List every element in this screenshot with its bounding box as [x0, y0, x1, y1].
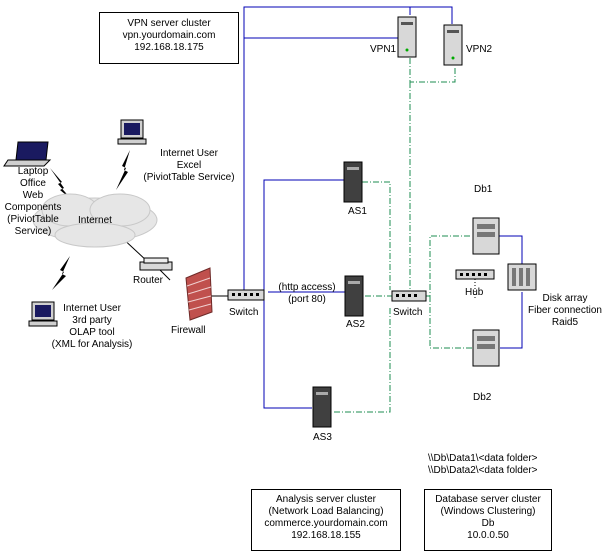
- link-switch-db: [425, 235, 472, 297]
- server-db1-icon: [472, 217, 500, 255]
- laptop-user-label: Laptop Office Web Components (PiviotTabl…: [0, 166, 66, 238]
- data-path-1: \\Db\Data1\<data folder>: [428, 453, 538, 464]
- laptop-line-4: Components: [4, 202, 62, 213]
- olap-line-3: OLAP tool: [69, 327, 115, 338]
- db-box-line-1: Database server cluster: [435, 494, 541, 505]
- db2-label: Db2: [473, 392, 492, 403]
- link-switch-db2: [429, 296, 472, 349]
- firewall-label: Firewall: [171, 325, 206, 336]
- disk-array-line-3: Raid5: [551, 317, 579, 328]
- vpn-box-line-2: vpn.yourdomain.com: [122, 30, 216, 41]
- lightning-bolts: [50, 150, 130, 290]
- link-as1: [263, 179, 345, 292]
- analysis-box-line-4: 192.168.18.155: [291, 530, 361, 541]
- vpn-server-cluster-box: VPN server cluster vpn.yourdomain.com 19…: [99, 12, 239, 64]
- link-as1-switch: [362, 181, 391, 290]
- link-vpn1: [243, 6, 411, 290]
- disk-array-line-1: Disk array: [542, 293, 588, 304]
- green-links: [334, 58, 472, 413]
- laptop-line-1: Laptop: [17, 166, 49, 177]
- bolt-olap: [52, 256, 70, 290]
- data-paths: \\Db\Data1\<data folder> \\Db\Data2\<dat…: [428, 453, 538, 477]
- olap-line-4: (XML for Analysis): [51, 339, 133, 350]
- olap-user-computer-icon: [28, 301, 58, 327]
- olap-line-1: Internet User: [63, 303, 121, 314]
- link-db1-diskarray: [498, 235, 523, 265]
- internet-cloud: [32, 193, 158, 248]
- disk-array-label: Disk array Fiber connection Raid5: [522, 293, 607, 329]
- laptop-line-6: Service): [14, 226, 52, 237]
- vpn1-label: VPN1: [370, 44, 397, 55]
- firewall-icon: [185, 267, 213, 321]
- switch-left-icon: [227, 289, 265, 301]
- excel-line-2: Excel: [176, 160, 202, 171]
- analysis-box-line-1: Analysis server cluster: [275, 494, 377, 505]
- db-box-line-4: 10.0.0.50: [467, 530, 509, 541]
- vpn-box-line-3: 192.168.18.175: [134, 42, 204, 53]
- server-as2-icon: [344, 275, 364, 317]
- excel-line-3: (PiviotTable Service): [143, 172, 235, 183]
- excel-user-computer-icon: [117, 119, 147, 145]
- db-box-line-2: (Windows Clustering): [440, 506, 536, 517]
- db-box-line-3: Db: [481, 518, 495, 529]
- database-server-cluster-box: Database server cluster (Windows Cluster…: [424, 489, 552, 551]
- vpn-box-line-1: VPN server cluster: [127, 18, 211, 29]
- laptop-line-2: Office: [20, 178, 46, 189]
- laptop-icon: [3, 141, 52, 167]
- switch-left-label: Switch: [229, 307, 259, 318]
- server-vpn2-icon: [443, 24, 463, 66]
- disk-array-line-2: Fiber connection: [528, 305, 602, 316]
- internet-label: Internet: [78, 215, 112, 226]
- laptop-line-3: Web: [22, 190, 44, 201]
- link-as3: [263, 300, 312, 409]
- link-vpn2: [410, 6, 453, 24]
- link-as3-switch: [334, 306, 391, 413]
- analysis-box-line-2: (Network Load Balancing): [268, 506, 384, 517]
- http-access-line-2: (port 80): [288, 294, 326, 305]
- http-access-line-1: (http access): [278, 282, 336, 293]
- router-label: Router: [133, 275, 164, 286]
- bolt-laptop: [50, 168, 72, 200]
- excel-user-label: Internet User Excel (PiviotTable Service…: [134, 148, 244, 184]
- db1-label: Db1: [474, 184, 493, 195]
- bolt-excel: [116, 150, 130, 190]
- switch-right-label: Switch: [393, 307, 423, 318]
- link-db2-diskarray: [500, 292, 523, 349]
- as3-label: AS3: [313, 432, 332, 443]
- http-access-label: (http access) (port 80): [272, 282, 342, 306]
- data-path-2: \\Db\Data2\<data folder>: [428, 465, 538, 476]
- olap-line-2: 3rd party: [72, 315, 112, 326]
- disk-array-icon: [507, 263, 537, 291]
- server-db2-icon: [472, 329, 500, 367]
- server-as1-icon: [343, 161, 363, 203]
- server-vpn1-icon: [397, 16, 417, 58]
- hub-icon: [455, 269, 495, 280]
- switch-right-icon: [391, 290, 427, 302]
- excel-line-1: Internet User: [160, 148, 218, 159]
- hub-label: Hub: [465, 287, 484, 298]
- olap-user-label: Internet User 3rd party OLAP tool (XML f…: [42, 303, 142, 351]
- as2-label: AS2: [346, 319, 365, 330]
- as1-label: AS1: [348, 206, 367, 217]
- laptop-line-5: (PiviotTable: [7, 214, 59, 225]
- vpn2-label: VPN2: [466, 44, 493, 55]
- router-icon: [139, 257, 173, 271]
- server-as3-icon: [312, 386, 332, 428]
- link-vpn-switch: [409, 58, 456, 83]
- blue-links: [243, 6, 523, 409]
- analysis-server-cluster-box: Analysis server cluster (Network Load Ba…: [251, 489, 401, 551]
- analysis-box-line-3: commerce.yourdomain.com: [264, 518, 388, 529]
